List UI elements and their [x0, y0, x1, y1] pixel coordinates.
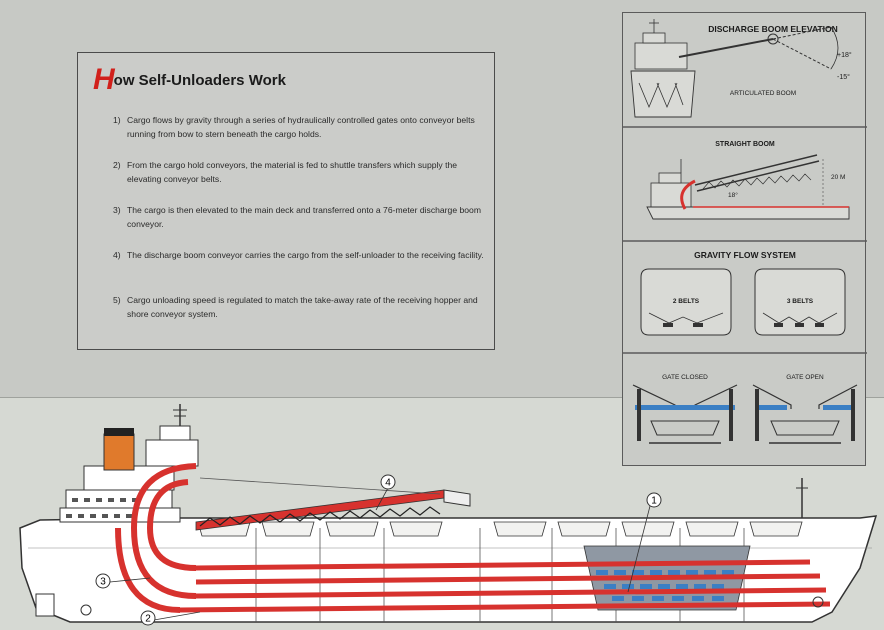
step-text: From the cargo hold conveyors, the mater… — [127, 160, 458, 184]
straight-boom-title: STRAIGHT BOOM — [715, 141, 775, 148]
three-belts-label: 3 BELTS — [787, 298, 814, 305]
callout-1: 1 — [646, 492, 662, 508]
detail-panel-svg: DISCHARGE BOOM ELEVATION +18° -15° ARTIC… — [623, 19, 867, 444]
bow-thruster-icon — [812, 596, 824, 608]
step-number: 4) — [113, 250, 121, 260]
elevating-conveyors — [115, 463, 197, 613]
step-number: 1) — [113, 115, 121, 125]
steps-list: 1) Cargo flows by gravity through a serie… — [113, 113, 485, 338]
superstructure — [59, 404, 199, 523]
callout-2-label: 2 — [145, 614, 151, 625]
callout-3-label: 3 — [100, 577, 106, 588]
propeller-icon — [35, 593, 92, 617]
step-item: 2) From the cargo hold conveyors, the mat… — [113, 158, 485, 203]
step-text: Cargo unloading speed is regulated to ma… — [127, 295, 478, 319]
callout-4-label: 4 — [385, 478, 391, 489]
callout-3: 3 — [95, 573, 111, 589]
explanation-box: How Self-Unloaders Work 1) Cargo flows by… — [77, 52, 495, 350]
two-belts-label: 2 BELTS — [673, 298, 700, 305]
boom-elevation-title: DISCHARGE BOOM ELEVATION — [708, 24, 838, 34]
step-text: Cargo flows by gravity through a series … — [127, 115, 475, 139]
gravity-flow-title: GRAVITY FLOW SYSTEM — [694, 250, 796, 260]
horizon-divider — [0, 397, 884, 398]
hatch-covers — [197, 521, 803, 537]
step-item: 5) Cargo unloading speed is regulated to … — [113, 293, 485, 338]
hold-gates — [596, 570, 734, 601]
step-number: 3) — [113, 205, 121, 215]
step-item: 1) Cargo flows by gravity through a serie… — [113, 113, 485, 158]
step-item: 3) The cargo is then elevated to the main… — [113, 203, 485, 248]
callout-2: 2 — [140, 610, 156, 626]
step-text: The cargo is then elevated to the main d… — [127, 205, 481, 229]
straight-boom-height: 20 M — [831, 174, 845, 181]
title-initial: H — [93, 63, 115, 96]
articulated-boom-label: ARTICULATED BOOM — [730, 90, 796, 97]
detail-panel: DISCHARGE BOOM ELEVATION +18° -15° ARTIC… — [622, 12, 867, 466]
ship-cutaway: 1 2 3 4 — [19, 404, 878, 626]
step-item: 4) The discharge boom conveyor carries th… — [113, 248, 485, 293]
straight-boom-angle: 18° — [728, 191, 738, 199]
page-title: How Self-Unloaders Work — [93, 63, 286, 97]
step-number: 5) — [113, 295, 121, 305]
gravity-flow-diagram: GRAVITY FLOW SYSTEM 2 BELTS 3 BELTS — [640, 250, 846, 336]
title-rest: ow Self-Unloaders Work — [113, 72, 286, 89]
gate-diagram: GATE CLOSED GATE OPEN — [632, 374, 858, 444]
step-number: 2) — [113, 160, 121, 170]
angle-down-label: -15° — [837, 73, 850, 81]
conveyor-belts — [179, 559, 831, 613]
gate-closed-label: GATE CLOSED — [662, 374, 708, 381]
callout-1-label: 1 — [651, 496, 657, 507]
straight-boom-diagram: STRAIGHT BOOM 18° 20 M — [646, 141, 850, 220]
callout-4: 4 — [380, 474, 396, 490]
step-text: The discharge boom conveyor carries the … — [127, 250, 484, 260]
boom-elevation-diagram: DISCHARGE BOOM ELEVATION +18° -15° ARTIC… — [630, 19, 852, 118]
angle-up-label: +18° — [837, 51, 852, 59]
discharge-boom — [195, 477, 471, 531]
gate-open-label: GATE OPEN — [786, 374, 824, 381]
